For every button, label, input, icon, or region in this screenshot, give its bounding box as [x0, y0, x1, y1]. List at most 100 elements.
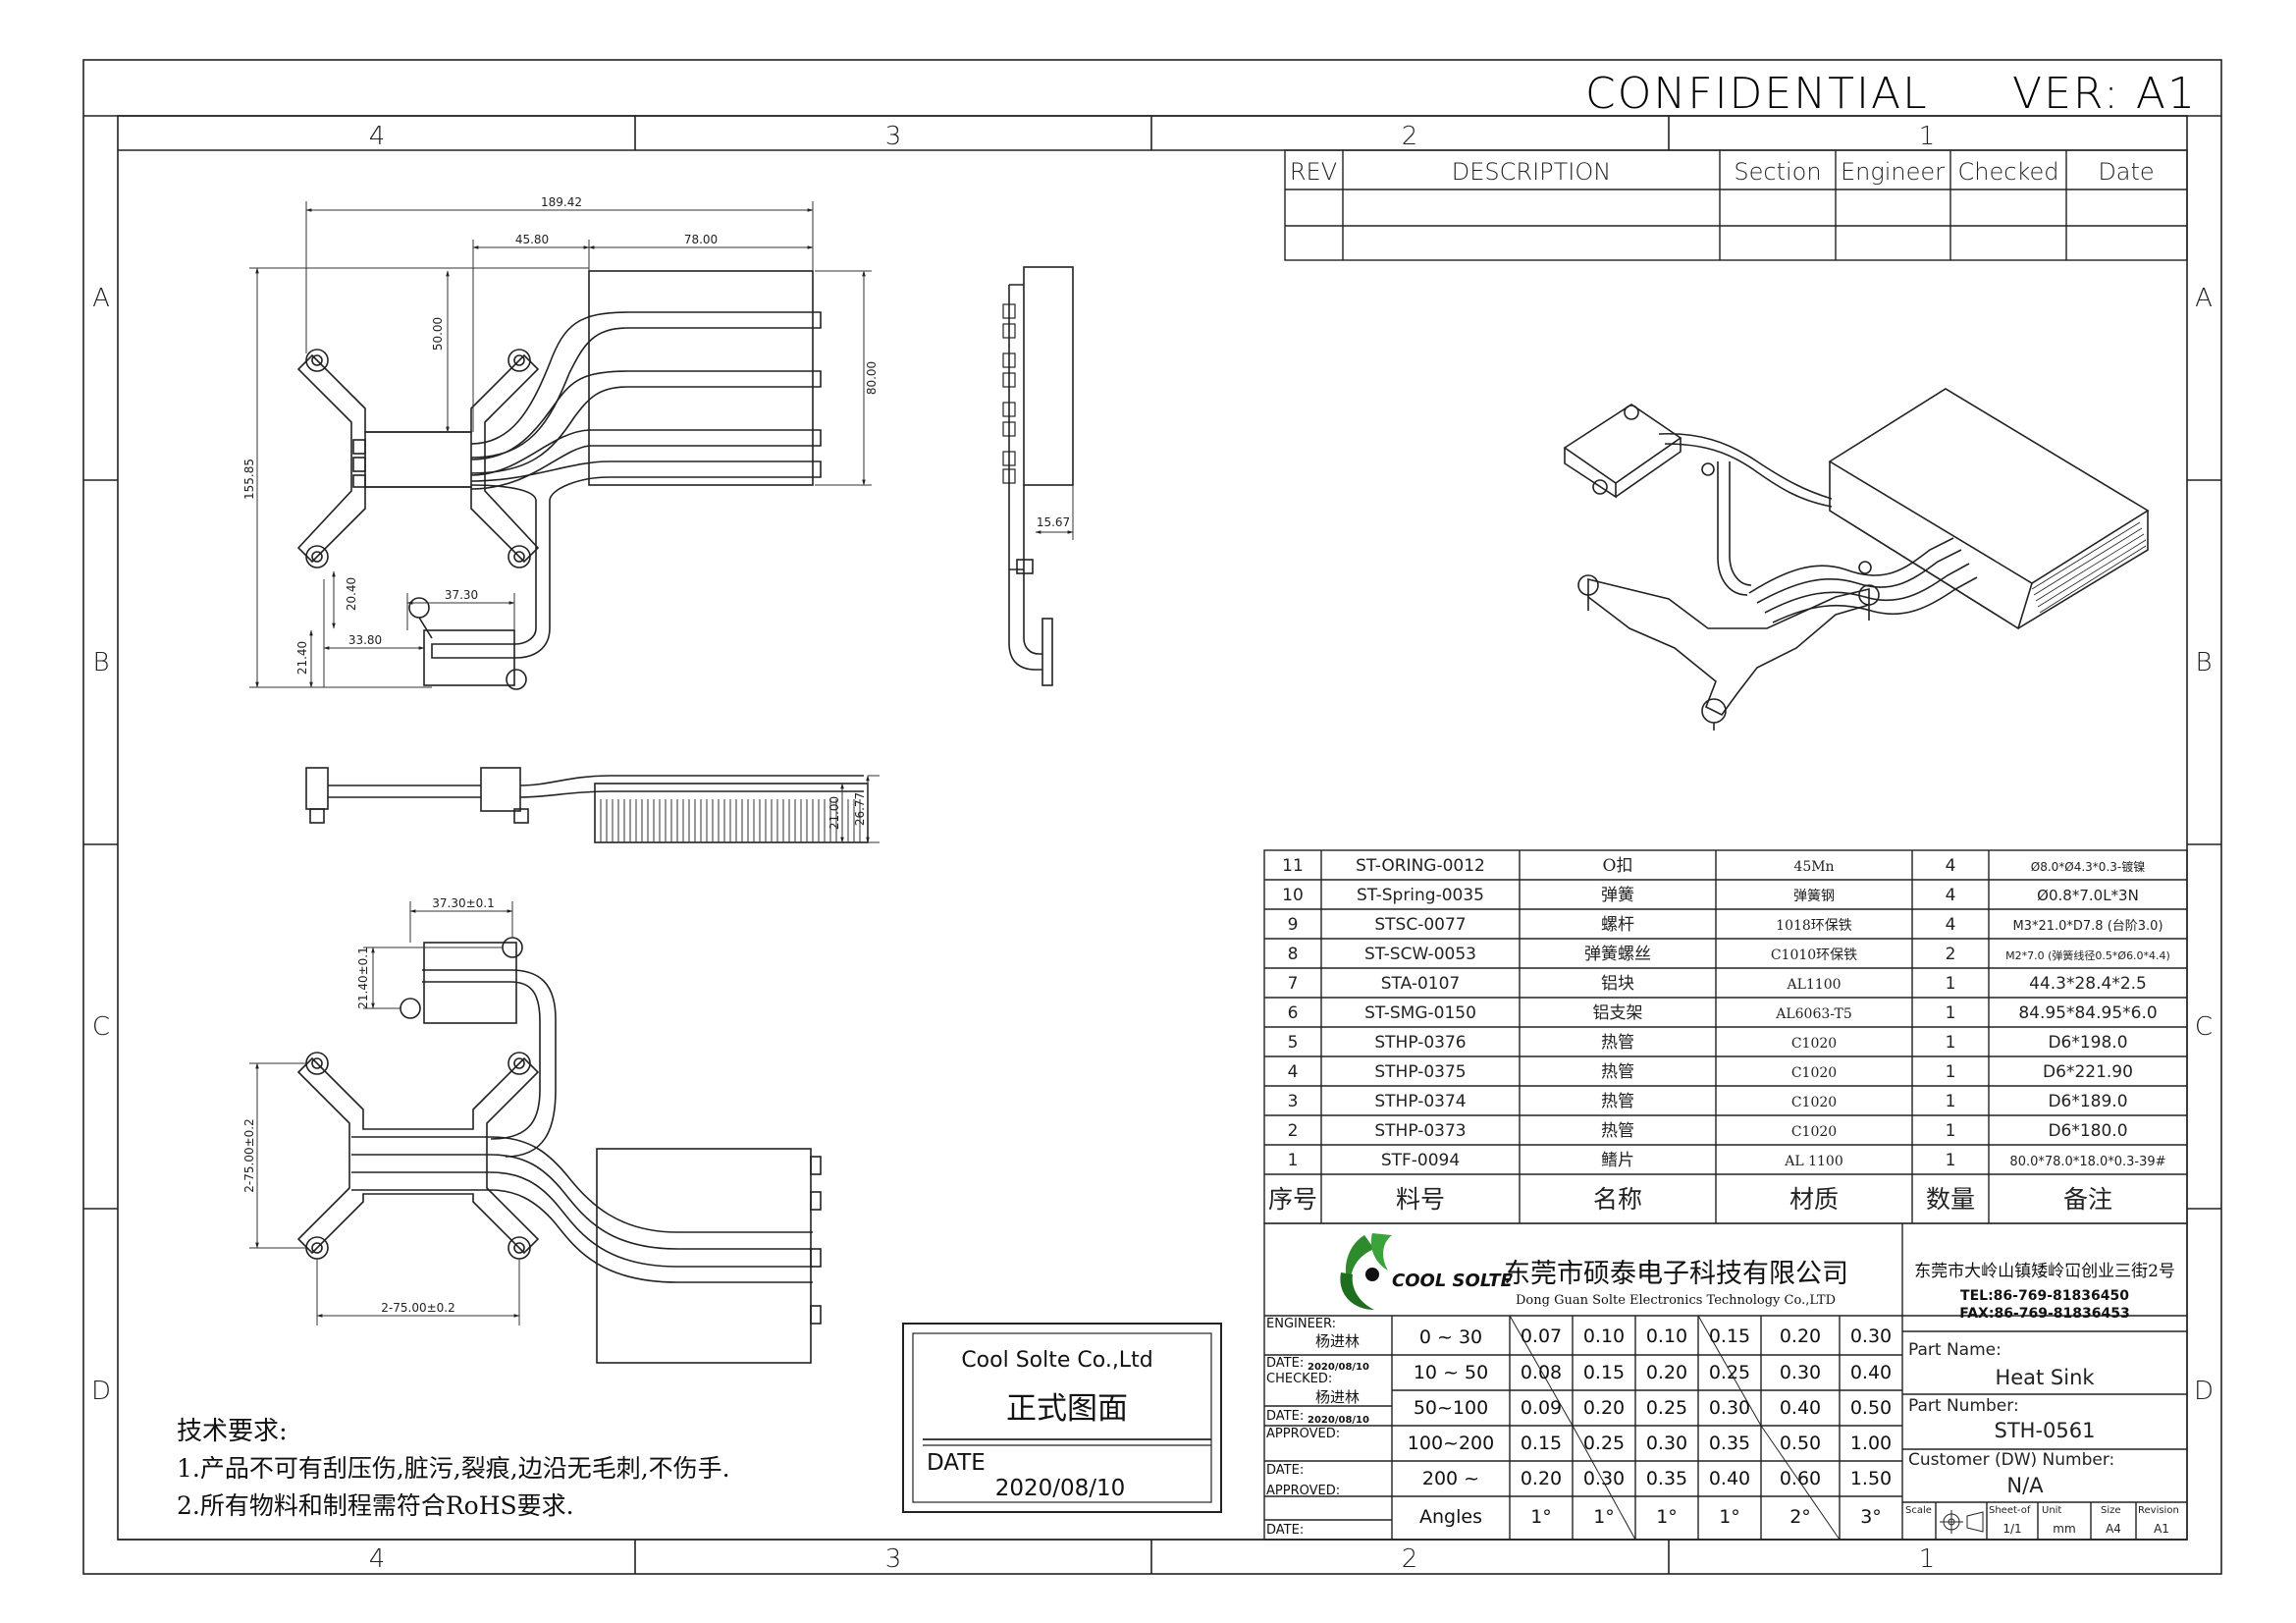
front-view-fins [600, 799, 861, 842]
footer-label-size: Size [2101, 1505, 2121, 1516]
company-name-en: Dong Guan Solte Electronics Technology C… [1516, 1293, 1836, 1308]
zone-col-4-top: 4 [369, 122, 386, 151]
tol-value: 0.35 [1646, 1468, 1687, 1489]
bom-qty: 1 [1946, 974, 1956, 994]
footer-label-scale: Scale [1905, 1505, 1932, 1516]
bom-qty: 4 [1946, 915, 1956, 935]
front-view-dimensions [840, 775, 880, 843]
approved-label: APPROVED: [1266, 1427, 1340, 1441]
tol-value: 0.07 [1521, 1325, 1562, 1347]
rev-header-section: Section [1734, 158, 1821, 186]
bom-name: 铝块 [1601, 974, 1634, 994]
bom-part: STA-0107 [1381, 974, 1461, 994]
stamp-date-label: DATE [927, 1450, 986, 1476]
tol-value: 1° [1719, 1506, 1740, 1528]
bom-material: AL6063-T5 [1775, 1006, 1852, 1022]
side-view [1002, 266, 1074, 686]
bom-part: ST-Spring-0035 [1357, 886, 1484, 905]
bom-qty: 1 [1946, 1151, 1956, 1170]
zone-row-c-right: C [2195, 1012, 2213, 1042]
dim-plate-offset-y: 20.40 [345, 577, 358, 611]
bom-table-text: 11 ST-ORING-0012 O扣 45Mn 4 Ø8.0*Ø4.3*0.3… [1268, 856, 2170, 1214]
zone-row-a-right: A [2195, 284, 2213, 313]
bom-name: 弹簧螺丝 [1584, 945, 1651, 964]
bom-part: STHP-0374 [1374, 1092, 1466, 1111]
bom-material: C1020 [1791, 1036, 1837, 1052]
customer-number: N/A [2006, 1474, 2044, 1497]
bom-remark: 44.3*28.4*2.5 [2029, 974, 2147, 994]
bom-no: 11 [1282, 856, 1304, 876]
tol-range: 200 ~ [1422, 1468, 1479, 1489]
bom-material: AL1100 [1786, 977, 1841, 993]
tol-value: 0.40 [1709, 1468, 1750, 1489]
title-block-grid [1263, 1222, 2188, 1541]
zone-labels: 4 3 2 1 4 3 2 1 A B C D A B C D [91, 122, 2214, 1574]
dim-plate-width: 37.30 [445, 588, 478, 602]
technical-notes: 技术要求: 1.产品不可有刮压伤,脏污,裂痕,边沿无毛刺,不伤手. 2.所有物料… [177, 1417, 730, 1520]
bom-qty: 1 [1946, 1062, 1956, 1082]
footer-label-unit: Unit [2042, 1505, 2061, 1516]
tol-value: 0.09 [1521, 1397, 1562, 1419]
tol-value: 1° [1530, 1506, 1552, 1528]
rev-header-date: Date [2098, 158, 2154, 186]
version-label: VER: A1 [2012, 69, 2197, 119]
bom-remark: 80.0*78.0*18.0*0.3-39# [2009, 1155, 2165, 1169]
part-name-label: Part Name: [1908, 1340, 2002, 1360]
bom-name: 鳍片 [1601, 1151, 1634, 1170]
footer-value-revision: A1 [2154, 1522, 2169, 1536]
checked-label: CHECKED: [1266, 1372, 1332, 1386]
bom-name: 热管 [1601, 1121, 1634, 1141]
tol-value: 1.50 [1850, 1468, 1892, 1489]
bom-qty: 1 [1946, 1092, 1956, 1111]
tol-value: 0.25 [1583, 1433, 1625, 1454]
bom-material: C1010环保铁 [1771, 947, 1857, 963]
bom-no: 8 [1288, 945, 1299, 964]
bom-header-no: 序号 [1268, 1185, 1317, 1214]
zone-row-c-left: C [92, 1012, 110, 1042]
confidential-label: CONFIDENTIAL [1585, 69, 1929, 119]
bom-name: 铝支架 [1593, 1003, 1643, 1023]
part-name: Heat Sink [1995, 1366, 2095, 1389]
footer-label-sheet: Sheet-of [1989, 1505, 2031, 1516]
dim-plate-height-tol: 21.40±0.1 [356, 947, 370, 1009]
tol-range: Angles [1419, 1506, 1482, 1528]
bom-remark: 84.95*84.95*6.0 [2018, 1003, 2157, 1023]
top-view-dimensions [249, 201, 872, 688]
bom-header-remark: 备注 [2063, 1185, 2112, 1214]
tolerance-table: 0 ~ 30 0.07 0.10 0.10 0.15 0.20 0.30 10 … [1408, 1325, 1892, 1528]
footer-value-sheet: 1/1 [2002, 1522, 2021, 1536]
company-logo: COOL SOLTE [1340, 1233, 1514, 1310]
engineer-label: ENGINEER: [1266, 1317, 1336, 1331]
bom-no: 9 [1288, 915, 1299, 935]
bom-remark: Ø8.0*Ø4.3*0.3-镀镍 [2031, 860, 2145, 874]
bom-no: 4 [1288, 1062, 1299, 1082]
checked-date-label: DATE: [1266, 1409, 1304, 1424]
dim-pipe-offset: 50.00 [431, 317, 445, 351]
bottom-view-dimensions [249, 901, 520, 1325]
dim-hole-spacing-x: 2-75.00±0.2 [381, 1301, 454, 1315]
approved2-label: APPROVED: [1266, 1484, 1340, 1498]
tol-value: 1° [1656, 1506, 1678, 1528]
bom-part: ST-SMG-0150 [1364, 1003, 1476, 1023]
rev-header-rev: REV [1290, 158, 1337, 186]
dim-overall-height: 155.85 [242, 459, 256, 500]
tol-value: 0.30 [1646, 1433, 1687, 1454]
tol-range: 0 ~ 30 [1419, 1326, 1482, 1348]
bom-no: 7 [1288, 974, 1299, 994]
note-item: 1.产品不可有刮压伤,脏污,裂痕,边沿无毛刺,不伤手. [177, 1454, 730, 1483]
bom-qty: 1 [1946, 1003, 1956, 1023]
rev-header-engineer: Engineer [1841, 158, 1945, 186]
bom-material: C1020 [1791, 1065, 1837, 1081]
checker-name: 杨进林 [1315, 1388, 1360, 1406]
bom-header-name: 名称 [1593, 1185, 1642, 1214]
bom-qty: 4 [1946, 856, 1956, 876]
bom-name: 热管 [1601, 1062, 1634, 1082]
tol-value: 0.30 [1583, 1468, 1625, 1489]
engineer-date-label: DATE: [1266, 1356, 1304, 1371]
rev-header-description: DESCRIPTION [1452, 158, 1611, 186]
bom-name: 热管 [1601, 1092, 1634, 1111]
bom-qty: 1 [1946, 1033, 1956, 1053]
tol-value: 0.10 [1646, 1325, 1687, 1347]
stamp-company: Cool Solte Co.,Ltd [961, 1348, 1152, 1373]
note-item: 2.所有物料和制程需符合RoHS要求. [177, 1491, 574, 1520]
